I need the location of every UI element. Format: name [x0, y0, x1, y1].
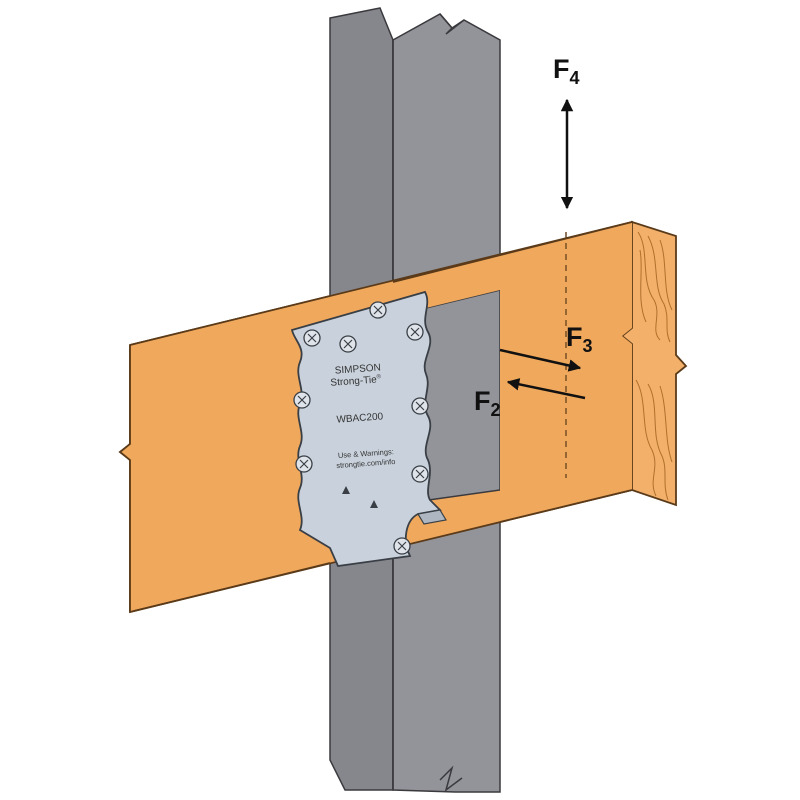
screw-head-icon — [406, 323, 424, 341]
screw-head-icon — [393, 537, 411, 555]
end-grain-lines — [635, 231, 673, 501]
force-f2: F2 — [474, 378, 586, 420]
force-arrow-icon — [506, 378, 586, 400]
plate-brand-line1: SIMPSON — [334, 362, 381, 376]
plate-note-line1: Use & Warnings: — [338, 447, 394, 460]
screw-head-icon — [293, 391, 311, 409]
force-f3: F3 — [499, 322, 593, 372]
connector-plate: SIMPSON Strong-Tie® WBAC200 Use & Warnin… — [290, 290, 447, 567]
triangle-hole-icon — [342, 486, 350, 494]
screw-head-icon — [411, 397, 429, 415]
force-f4-label: F4 — [553, 54, 580, 88]
screw-set — [293, 301, 429, 555]
plate-model: WBAC200 — [336, 411, 384, 425]
force-f2-label: F2 — [474, 386, 501, 420]
screw-head-icon — [369, 301, 387, 319]
screw-head-icon — [295, 455, 313, 473]
force-f4: F4 — [553, 54, 580, 210]
screw-head-icon — [303, 329, 321, 347]
screw-head-icon — [339, 335, 357, 353]
force-f3-label: F3 — [566, 322, 593, 356]
screw-head-icon — [411, 465, 429, 483]
plate-brand-line2: Strong-Tie® — [330, 373, 382, 389]
force-arrow-icon — [499, 348, 582, 372]
plate-note-line2: strongtie.com/info — [336, 457, 396, 470]
triangle-hole-icon — [370, 500, 378, 508]
